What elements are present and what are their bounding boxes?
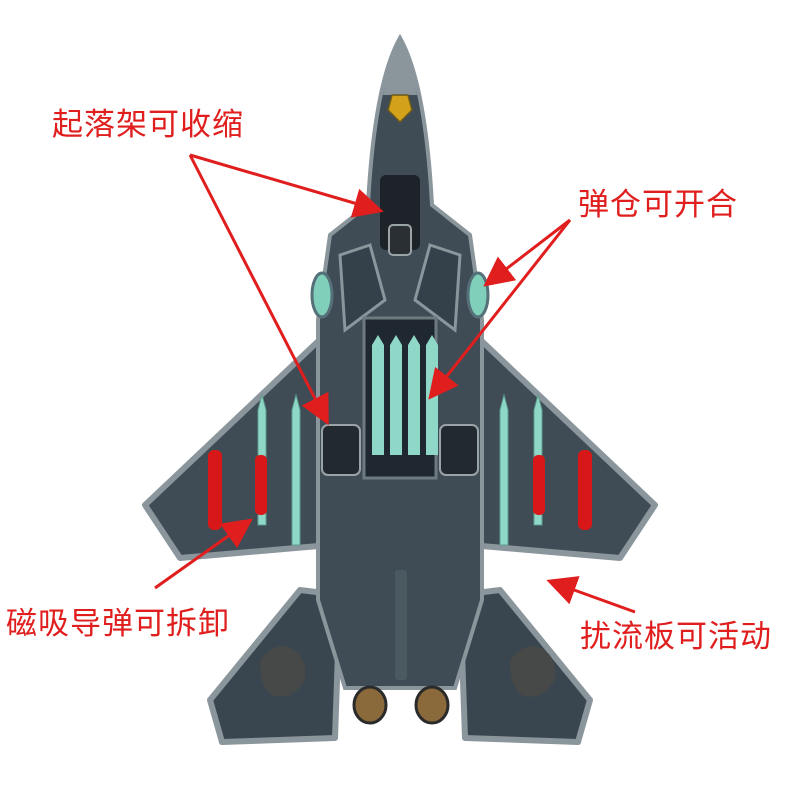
magnetic-missile-callout: 磁吸导弹可拆卸 bbox=[6, 606, 230, 642]
right-wing bbox=[467, 327, 658, 561]
spoiler-callout: 扰流板可活动 bbox=[580, 619, 772, 655]
left-wing bbox=[142, 327, 333, 561]
wing-missiles-red bbox=[208, 450, 592, 530]
landing-gear-callout: 起落架可收缩 bbox=[52, 107, 244, 143]
callout-arrows bbox=[154, 153, 636, 614]
right-tailplane bbox=[457, 587, 593, 745]
weapons-bay-callout: 弹仓可开合 bbox=[578, 187, 738, 223]
